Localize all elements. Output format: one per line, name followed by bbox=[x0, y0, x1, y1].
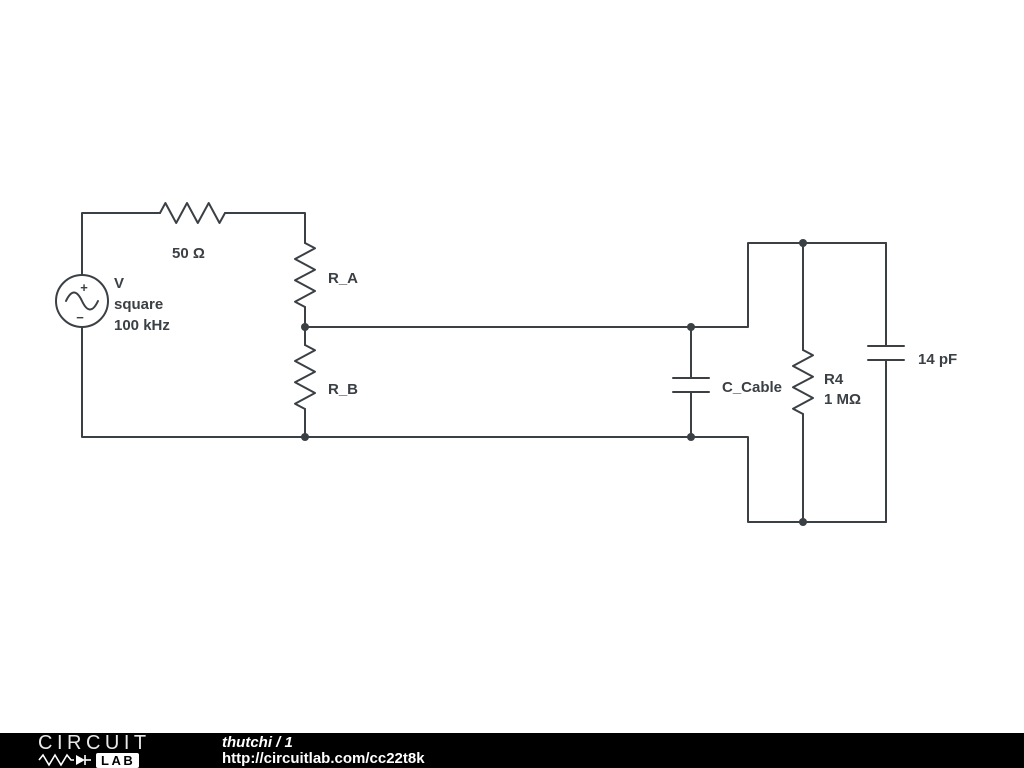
junction-dot bbox=[799, 518, 807, 526]
circuitlab-logo: CIRCUIT LAB bbox=[38, 731, 180, 768]
wire-bottom-rail bbox=[81, 326, 887, 523]
page-number: / 1 bbox=[276, 733, 293, 751]
label-resistor-a: R_A bbox=[328, 270, 358, 287]
resistor-ra-zigzag bbox=[294, 242, 316, 308]
wire-top-right bbox=[224, 212, 306, 244]
junction-dot bbox=[799, 239, 807, 247]
share-url: http://circuitlab.com/cc22t8k bbox=[222, 749, 425, 767]
footer-bar: CIRCUIT LAB thutchi / 1 http://circuitla… bbox=[0, 733, 1024, 768]
wire-source-top bbox=[81, 212, 161, 276]
resistor-r4-zigzag bbox=[792, 349, 814, 415]
logo-lab-badge: LAB bbox=[96, 752, 140, 768]
logo-bottom-row: LAB bbox=[38, 752, 180, 768]
resistor-rb-zigzag bbox=[294, 344, 316, 410]
author-credit: thutchi / 1 bbox=[222, 733, 425, 751]
voltage-source-sine-icon bbox=[65, 291, 99, 311]
wire-mid-rail bbox=[304, 242, 887, 328]
label-source-waveform: square bbox=[114, 296, 163, 313]
resistor-50ohm-zigzag bbox=[159, 202, 226, 224]
capacitor-cprobe-plates bbox=[867, 345, 905, 361]
label-resistor-4: R4 bbox=[824, 371, 844, 388]
label-probe-capacitor: 14 pF bbox=[918, 351, 957, 368]
capacitor-ccable-plates bbox=[672, 377, 710, 393]
author-name: thutchi bbox=[222, 733, 272, 751]
label-series-resistor: 50 Ω bbox=[172, 245, 205, 262]
junction-dot bbox=[301, 433, 309, 441]
junction-dot bbox=[687, 433, 695, 441]
logo-resistor-diode-icon bbox=[38, 753, 91, 767]
label-resistor-4-value: 1 MΩ bbox=[824, 391, 861, 408]
label-source-frequency: 100 kHz bbox=[114, 317, 170, 334]
source-plus-sign: + bbox=[80, 280, 88, 295]
junction-dot bbox=[687, 323, 695, 331]
label-source-name: V bbox=[114, 275, 124, 292]
label-cable-capacitor: C_Cable bbox=[722, 379, 782, 396]
source-minus-sign: − bbox=[76, 310, 84, 325]
logo-circuit-text: CIRCUIT bbox=[38, 731, 151, 754]
junction-dot bbox=[301, 323, 309, 331]
label-resistor-b: R_B bbox=[328, 381, 358, 398]
footer-meta: thutchi / 1 http://circuitlab.com/cc22t8… bbox=[222, 733, 425, 767]
